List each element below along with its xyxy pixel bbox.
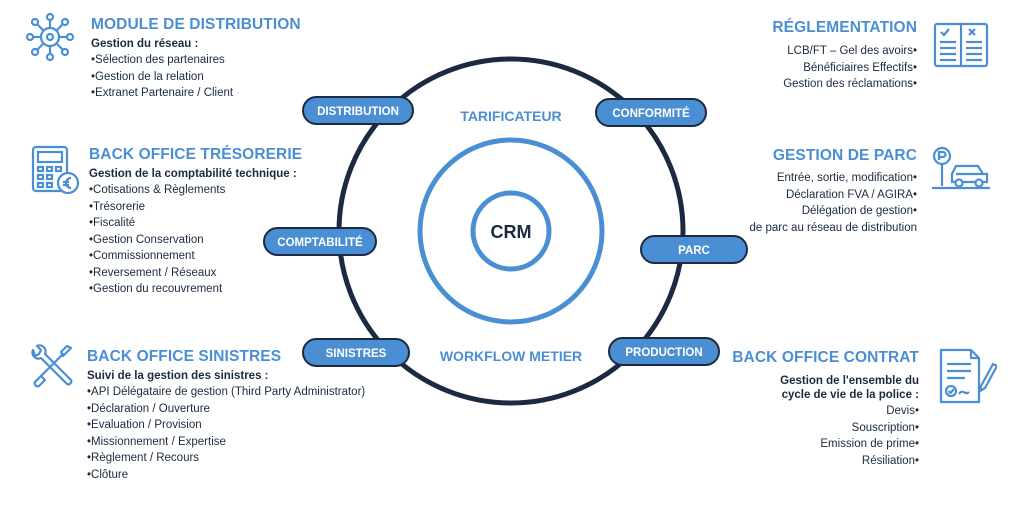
list-item: Clôture	[87, 467, 365, 484]
list-item: Cotisations & Règlements	[89, 182, 302, 199]
list-item: Missionnement / Expertise	[87, 434, 365, 451]
pill-production: PRODUCTION	[608, 337, 720, 366]
list-item: Entrée, sortie, modification	[750, 170, 918, 187]
block-gestion-de-parc: GESTION DE PARC Entrée, sortie, modifica…	[750, 147, 918, 236]
block-list: Cotisations & Règlements Trésorerie Fisc…	[89, 182, 302, 298]
middle-ring	[417, 137, 605, 325]
block-title: RÉGLEMENTATION	[772, 19, 917, 36]
list-item: Gestion Conservation	[89, 232, 302, 249]
list-item: API Délégataire de gestion (Third Party …	[87, 384, 365, 401]
tools-icon	[31, 344, 73, 388]
block-back-office-tresorerie: BACK OFFICE TRÉSORERIE Gestion de la com…	[89, 146, 302, 298]
list-item: Emission de prime	[732, 436, 919, 453]
list-item: Déclaration / Ouverture	[87, 401, 365, 418]
list-item: Gestion des réclamations	[772, 76, 917, 93]
block-module-distribution: MODULE DE DISTRIBUTION Gestion du réseau…	[91, 16, 301, 102]
list-item: Extranet Partenaire / Client	[91, 85, 301, 102]
pill-production-label: PRODUCTION	[625, 347, 702, 359]
list-item: Délégation de gestion	[750, 203, 918, 220]
list-item: Devis	[732, 403, 919, 420]
block-list: Sélection des partenaires Gestion de la …	[91, 52, 301, 102]
block-title: BACK OFFICE TRÉSORERIE	[89, 146, 303, 163]
list-item: Trésorerie	[89, 199, 302, 216]
block-list: API Délégataire de gestion (Third Party …	[87, 384, 365, 483]
list-item: Fiscalité	[89, 215, 302, 232]
list-item: LCB/FT – Gel des avoirs	[772, 43, 917, 60]
block-title: GESTION DE PARC	[772, 147, 917, 164]
list-item: Reversement / Réseaux	[89, 265, 302, 282]
pill-distribution-label: DISTRIBUTION	[317, 106, 399, 118]
block-title: BACK OFFICE CONTRAT	[732, 349, 919, 366]
pill-sinistres: SINISTRES	[302, 338, 410, 367]
list-item: Gestion de la relation	[91, 69, 301, 86]
pill-parc: PARC	[640, 235, 748, 264]
pill-conformite-label: CONFORMITÉ	[612, 107, 690, 120]
network-hub-icon	[25, 12, 75, 62]
parking-car-icon	[932, 146, 990, 190]
ring-label-workflow: WORKFLOW METIER	[440, 348, 582, 364]
list-item: Règlement / Recours	[87, 450, 365, 467]
list-item-continuation: de parc au réseau de distribution	[749, 221, 918, 234]
crm-label: CRM	[491, 222, 532, 242]
block-reglementation: RÉGLEMENTATION LCB/FT – Gel des avoirs B…	[772, 19, 917, 93]
regulation-book-icon	[933, 22, 989, 68]
ring-label-tarificateur: TARIFICATEUR	[460, 108, 561, 124]
block-back-office-sinistres: BACK OFFICE SINISTRES Suivi de la gestio…	[87, 348, 365, 483]
contract-signature-icon	[939, 348, 997, 404]
block-list: LCB/FT – Gel des avoirs Bénéficiaires Ef…	[772, 43, 917, 93]
list-item: Souscription	[732, 420, 919, 437]
block-title: BACK OFFICE SINISTRES	[87, 348, 282, 365]
list-item: Gestion du recouvrement	[89, 281, 302, 298]
block-subtitle-line: cycle de vie de la police :	[781, 389, 919, 401]
block-subtitle-line: Gestion de l'ensemble du	[780, 375, 919, 387]
block-subtitle: Suivi de la gestion des sinistres :	[87, 370, 269, 382]
pill-distribution: DISTRIBUTION	[302, 96, 414, 125]
crm-ring	[470, 190, 552, 272]
block-subtitle: Gestion du réseau :	[91, 38, 199, 50]
list-item: Résiliation	[732, 453, 919, 470]
list-item: Sélection des partenaires	[91, 52, 301, 69]
list-item: Evaluation / Provision	[87, 417, 365, 434]
block-list: Entrée, sortie, modification Déclaration…	[750, 170, 918, 220]
pill-sinistres-label: SINISTRES	[326, 348, 387, 360]
block-list: Devis Souscription Emission de prime Rés…	[732, 403, 919, 469]
block-back-office-contrat: BACK OFFICE CONTRAT Gestion de l'ensembl…	[732, 349, 919, 469]
pill-parc-label: PARC	[678, 245, 710, 257]
list-item: Déclaration FVA / AGIRA	[750, 187, 918, 204]
block-title: MODULE DE DISTRIBUTION	[91, 16, 301, 33]
calculator-euro-icon	[31, 145, 80, 195]
pill-conformite: CONFORMITÉ	[595, 98, 707, 127]
block-subtitle: Gestion de la comptabilité technique :	[89, 168, 297, 180]
list-item: Commissionnement	[89, 248, 302, 265]
list-item: Bénéficiaires Effectifs	[772, 60, 917, 77]
